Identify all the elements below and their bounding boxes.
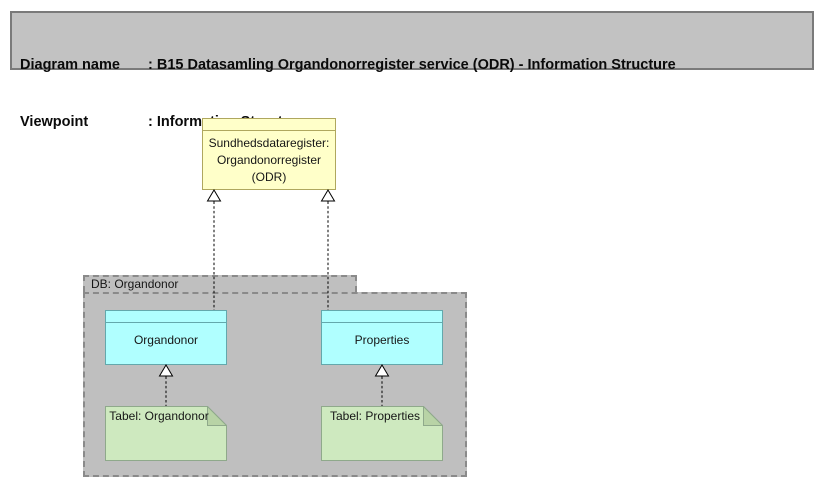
table-organdonor-label: Tabel: Organdonor <box>109 409 209 423</box>
service-label-line3: (ODR) <box>251 169 287 184</box>
table-note-properties[interactable]: Tabel: Properties <box>321 406 443 461</box>
header-diagram-name-label: Diagram name <box>20 57 120 73</box>
entity-organdonor-label: Organdonor <box>133 333 199 347</box>
realization-arrowhead-icon <box>206 189 222 202</box>
entity-object-organdonor[interactable]: Organdonor <box>105 310 227 365</box>
table-properties-label: Tabel: Properties <box>329 409 421 423</box>
entity-object-properties[interactable]: Properties <box>321 310 443 365</box>
diagram-header: Diagram name : B15 Datasamling Organdonor… <box>10 11 814 130</box>
service-object-label: Sundhedsdataregister: Organdonorregister… <box>203 131 335 189</box>
table-note-organdonor[interactable]: Tabel: Organdonor <box>105 406 227 461</box>
header-viewpoint-label: Viewpoint <box>20 114 89 130</box>
object-title-strip <box>203 119 335 131</box>
service-label-line1: Sundhedsdataregister: <box>208 135 330 150</box>
db-group-label: DB: Organdonor <box>91 277 179 291</box>
note-shape <box>321 406 443 461</box>
realization-arrowhead-icon <box>320 189 336 202</box>
note-shape <box>105 406 227 461</box>
entity-properties-label: Properties <box>354 333 410 347</box>
header-row-viewpoint: Viewpoint: Information Structure <box>20 113 804 132</box>
db-group-tab[interactable]: DB: Organdonor <box>83 275 357 292</box>
folded-corner-icon <box>207 406 227 426</box>
object-title-strip <box>106 311 226 323</box>
object-title-strip <box>322 311 442 323</box>
service-label-line2: Organdonorregister <box>216 152 322 167</box>
header-row-diagram-name: Diagram name : B15 Datasamling Organdonor… <box>20 56 804 75</box>
folded-corner-icon <box>423 406 443 426</box>
service-object-odr[interactable]: Sundhedsdataregister: Organdonorregister… <box>202 118 336 190</box>
header-diagram-name-value: : B15 Datasamling Organdonorregister ser… <box>148 57 676 73</box>
